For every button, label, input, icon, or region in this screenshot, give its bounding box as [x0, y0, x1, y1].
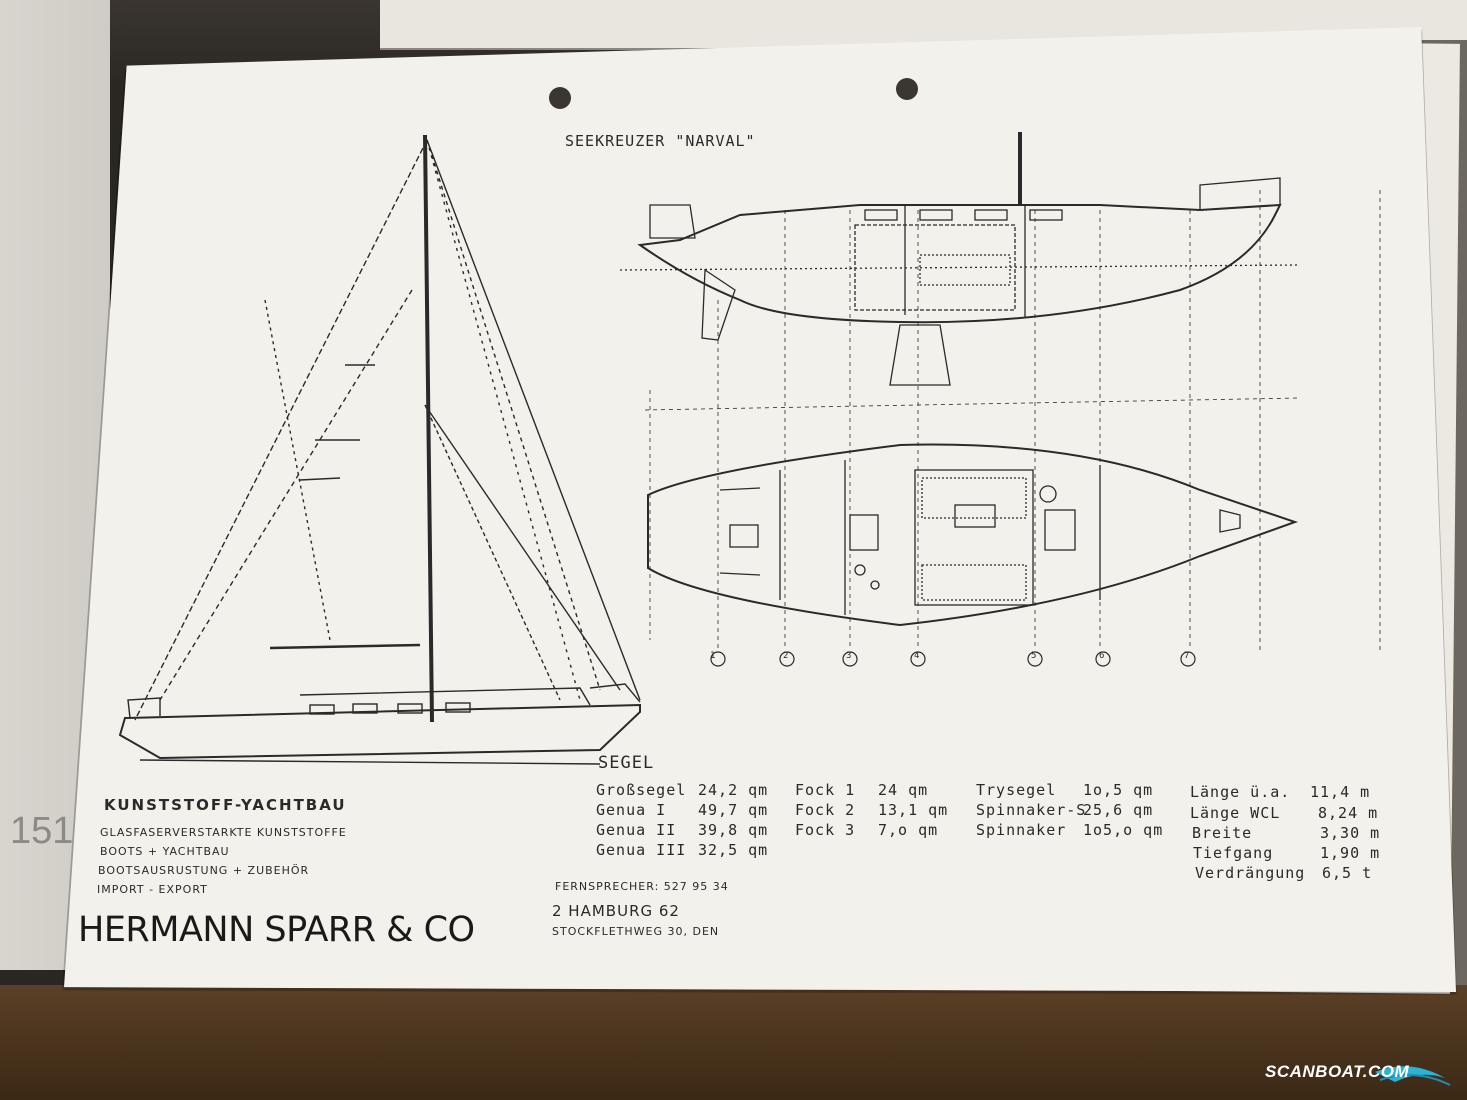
station-lines	[644, 190, 1381, 650]
sail-name: Genua I	[596, 801, 667, 819]
brochure-sheet	[64, 27, 1456, 992]
station-label: 1	[710, 651, 717, 661]
dimension-value: 3,30 m	[1320, 824, 1381, 842]
phone-number: FERNSPRECHER: 527 95 34	[555, 880, 729, 893]
station-label: 3	[846, 651, 853, 661]
dimension-name: Breite	[1192, 824, 1253, 842]
fock-name: Fock 3	[795, 821, 856, 839]
company-line: GLASFASERVERSTARKTE KUNSTSTOFFE	[100, 826, 347, 839]
sailplan-drawing	[118, 134, 641, 765]
sail-name: Großsegel	[596, 781, 687, 799]
deck-plan-drawing	[647, 443, 1299, 627]
spinnaker-name: Spinnaker	[976, 821, 1067, 839]
dimension-value: 6,5 t	[1322, 864, 1373, 882]
sail-area: 39,8 qm	[698, 821, 769, 839]
profile-drawing	[619, 132, 1301, 386]
spinnaker-area: 1o5,o qm	[1083, 821, 1164, 839]
station-label: 7	[1184, 651, 1191, 661]
fock-area: 13,1 qm	[878, 801, 949, 819]
dimension-value: 8,24 m	[1318, 804, 1379, 822]
spinnaker-name: Spinnaker-S	[976, 801, 1087, 819]
scanboat-watermark: SCANBOAT.COM	[1265, 1062, 1410, 1081]
sail-area: 24,2 qm	[698, 781, 769, 799]
dimension-name: Tiefgang	[1193, 844, 1274, 862]
company-line: IMPORT - EXPORT	[97, 883, 208, 896]
company-city: 2 HAMBURG 62	[552, 902, 680, 920]
sail-name: Genua III	[596, 841, 687, 859]
spinnaker-area: 1o,5 qm	[1083, 781, 1154, 799]
page-number: 151	[10, 810, 74, 852]
station-label: 5	[1031, 651, 1038, 661]
fock-name: Fock 2	[795, 801, 856, 819]
sail-name: Genua II	[596, 821, 677, 839]
dimension-value: 1,90 m	[1320, 844, 1381, 862]
sail-area: 32,5 qm	[698, 841, 769, 859]
spinnaker-name: Trysegel	[976, 781, 1057, 799]
company-line: BOOTS + YACHTBAU	[100, 845, 230, 858]
punch-hole	[549, 87, 571, 109]
company-name: HERMANN SPARR & CO	[78, 910, 475, 950]
fock-name: Fock 1	[795, 781, 856, 799]
sail-area: 49,7 qm	[698, 801, 769, 819]
company-street: STOCKFLETHWEG 30, DEN	[552, 925, 720, 938]
spinnaker-area: 25,6 qm	[1083, 801, 1154, 819]
segel-heading: SEGEL	[598, 753, 655, 773]
drawing-title: SEEKREUZER "NARVAL"	[565, 132, 756, 150]
company-line: BOOTSAUSRUSTUNG + ZUBEHÖR	[98, 864, 310, 877]
dimension-name: Länge WCL	[1190, 804, 1281, 822]
station-circles	[710, 651, 1196, 667]
fock-area: 7,o qm	[878, 821, 939, 839]
dimension-name: Verdrängung	[1195, 864, 1306, 882]
company-heading: KUNSTSTOFF-YACHTBAU	[104, 796, 347, 814]
wooden-table	[0, 985, 1467, 1100]
dimension-name: Länge ü.a.	[1190, 783, 1291, 801]
fock-area: 24 qm	[878, 781, 929, 799]
station-label: 6	[1099, 651, 1106, 661]
station-label: 4	[914, 651, 921, 661]
punch-hole	[896, 78, 918, 100]
watermark-logo	[1375, 1066, 1451, 1086]
dimension-value: 11,4 m	[1310, 783, 1371, 801]
station-label: 2	[783, 651, 790, 661]
